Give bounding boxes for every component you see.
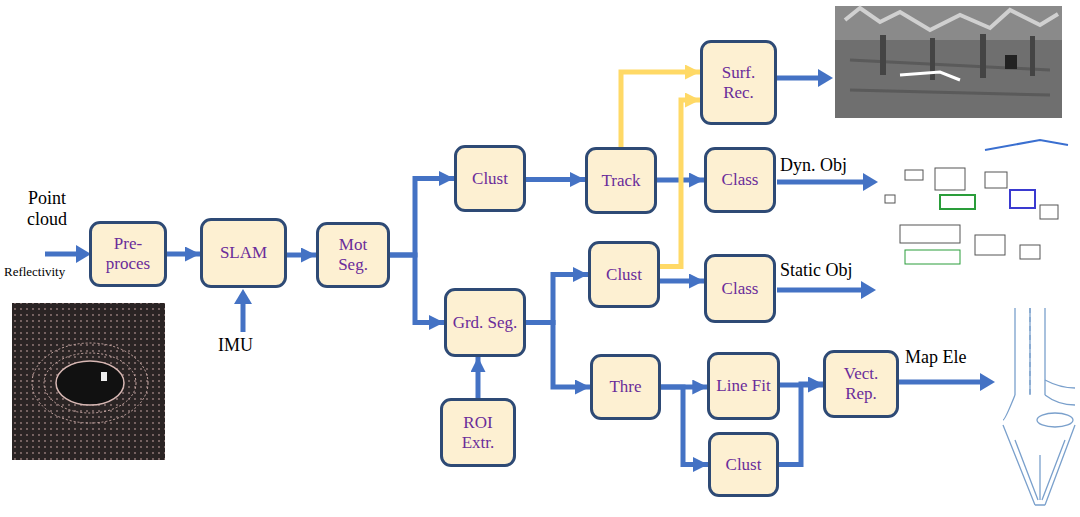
text-label: Map Ele [905,347,966,368]
box-label: SLAM [216,243,271,263]
process-box: ROI Extr. [440,398,516,467]
process-box: Pre- proces [89,221,167,287]
text-label: Reflectivity [4,265,65,280]
box-label: ROI Extr. [443,413,513,452]
box-label: Clust [722,455,766,475]
flow-arrow [526,275,588,323]
flow-arrow [526,177,585,182]
process-box: SLAM [200,218,287,288]
process-box: Class [704,147,776,213]
flow-arrow [779,384,823,465]
surface-reconstruction-image [835,6,1062,118]
process-box: Clust [454,145,526,212]
box-label: Class [718,279,763,299]
process-box: Track [585,147,657,214]
flow-arrow [660,100,700,267]
box-label: Pre- proces [92,234,164,273]
process-box: Thre [590,354,661,420]
text-label: Static Obj [780,260,853,281]
flow-arrow [390,179,454,256]
flow-arrow [621,72,700,147]
flow-arrow [661,387,708,465]
point-cloud-image [12,303,165,460]
box-label: Vect. Rep. [826,364,896,403]
flow-arrow [660,279,704,284]
text-label: Point cloud [22,188,72,229]
map-elements-image [1003,308,1075,505]
process-box: Grd. Seg. [444,288,526,357]
process-box: Clust [708,432,779,497]
flow-arrow [390,255,444,323]
box-label: Mot Seg. [319,235,387,274]
flow-arrow [526,323,590,388]
flow-arrow [476,357,481,398]
process-box: Class [704,254,776,323]
flow-arrow [287,253,316,258]
process-box: Clust [588,241,660,308]
box-label: Track [597,171,644,191]
box-label: Line Fit [712,376,774,396]
box-label: Clust [468,169,512,189]
process-box: Mot Seg. [316,222,390,288]
process-box: Line Fit [707,352,779,420]
text-label: Dyn. Obj [780,155,847,176]
box-label: Grd. Seg. [449,313,522,333]
text-label: IMU [218,335,253,356]
flow-arrow [167,252,200,257]
box-label: Class [718,170,763,190]
box-label: Clust [602,265,646,285]
box-label: Thre [605,377,645,397]
process-box: Vect. Rep. [823,350,899,418]
box-label: Surf. Rec. [703,63,774,102]
dynamic-objects-image [885,140,1068,264]
io-arrows [45,69,995,391]
process-box: Surf. Rec. [700,40,777,125]
